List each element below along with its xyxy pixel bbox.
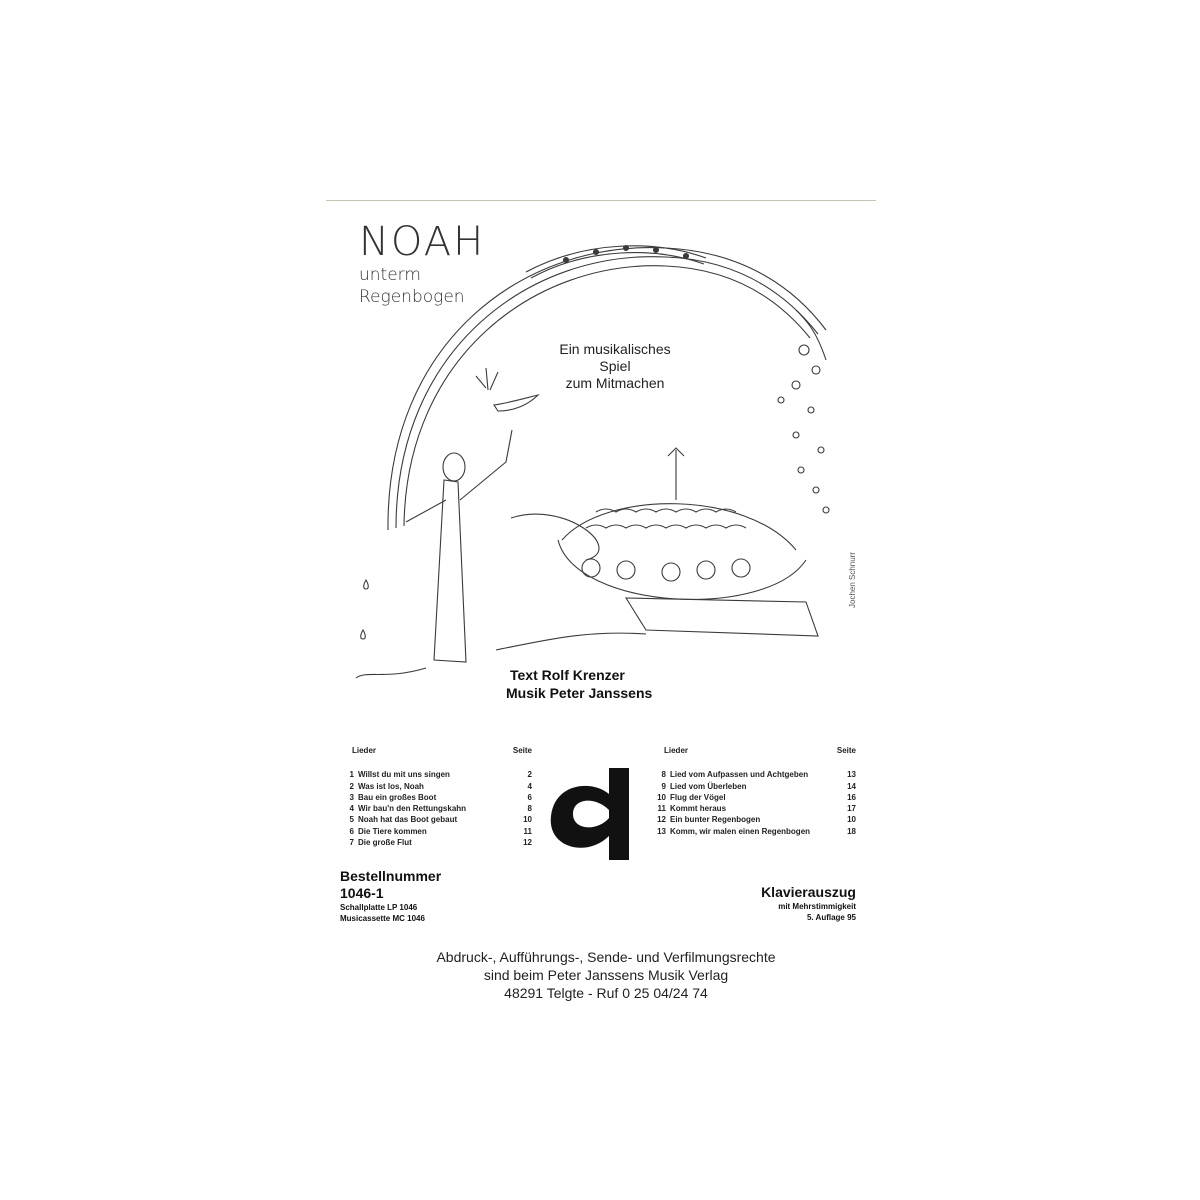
toc-song-title: Lied vom Aufpassen und Achtgeben	[670, 770, 809, 780]
order-record: Schallplatte LP 1046	[340, 903, 418, 912]
toc-song-page: 2	[527, 770, 532, 780]
toc-row: 2 Was ist los, Noah 4	[340, 781, 532, 792]
toc-header-page: Seite	[512, 746, 532, 755]
top-rule	[326, 200, 876, 201]
cover-subtitle: Ein musikalisches Spiel zum Mitmachen	[550, 341, 680, 392]
toc-row: 3 Bau ein großes Boot 6	[340, 792, 532, 803]
toc-song-number: 6	[349, 826, 354, 836]
toc-row: 1 Willst du mit uns singen 2	[340, 769, 532, 780]
toc-song-number: 7	[349, 838, 354, 848]
toc-song-page: 6	[527, 792, 532, 802]
toc-song-title: Flug der Vögel	[670, 792, 726, 802]
toc-song-number: 13	[657, 826, 666, 836]
toc-song-number: 2	[349, 781, 354, 791]
toc-right-rows: 8 Lied vom Aufpassen und Achtgeben 13 9 Lied…	[652, 769, 856, 837]
toc-song-title: Was ist los, Noah	[358, 781, 424, 791]
toc-song-number: 4	[349, 804, 354, 814]
cover-page: NOAH unterm Regenbogen Ein musikalisches…	[326, 200, 876, 1002]
toc-song-title: Wir bau'n den Rettungskahn	[358, 804, 467, 814]
toc-song-title: Lied vom Überleben	[670, 781, 747, 791]
pd-logo-icon	[550, 768, 629, 860]
toc-song-title: Bau ein großes Boot	[358, 792, 437, 802]
toc-song-title: Ein bunter Regenbogen	[670, 815, 761, 825]
toc-song-number: 10	[657, 792, 666, 802]
toc-song-number: 8	[661, 770, 666, 780]
rights-notice: Abdruck-, Aufführungs-, Sende- und Verfi…	[386, 948, 826, 1002]
toc-song-page: 12	[523, 838, 532, 848]
text-credit: Text Rolf Krenzer	[510, 667, 625, 683]
subtitle-line1: Ein musikalisches Spiel	[559, 341, 671, 374]
order-info: Bestellnummer 1046-1 Schallplatte LP 104…	[340, 868, 441, 924]
toc-song-number: 11	[657, 804, 666, 814]
toc-song-number: 12	[657, 815, 666, 825]
order-number: 1046-1	[340, 885, 384, 901]
toc-song-number: 5	[349, 815, 354, 825]
toc-right-column: Lieder Seite 8 Lied vom Aufpassen und Ach…	[652, 745, 856, 837]
toc-song-title: Kommt heraus	[670, 804, 727, 814]
music-credit: Musik Peter Janssens	[506, 685, 653, 701]
noah-ark-rainbow-illustration	[355, 244, 830, 679]
rights-line1: Abdruck-, Aufführungs-, Sende- und Verfi…	[436, 949, 776, 965]
toc-song-title: Willst du mit uns singen	[358, 770, 450, 780]
toc-row: 5 Noah hat das Boot gebaut 10	[340, 814, 532, 825]
toc-row: 6 Die Tiere kommen 11	[340, 826, 532, 837]
toc-song-number: 9	[661, 781, 666, 791]
toc-song-page: 10	[523, 815, 532, 825]
piano-line1: mit Mehrstimmigkeit	[778, 902, 856, 911]
credits: Text Rolf Krenzer Musik Peter Janssens	[476, 666, 736, 702]
toc-row: 12 Ein bunter Regenbogen 10	[652, 814, 856, 825]
toc-header-page: Seite	[836, 746, 856, 755]
toc-song-page: 11	[523, 826, 532, 836]
cover-title-line3: Regenbogen	[359, 287, 465, 307]
piano-info: Klavierauszug mit Mehrstimmigkeit 5. Auf…	[726, 884, 856, 923]
toc-row: 13 Komm, wir malen einen Regenbogen 18	[652, 826, 856, 837]
cover-title: NOAH	[359, 219, 486, 265]
toc-song-page: 8	[527, 804, 532, 814]
toc-song-page: 16	[847, 792, 856, 802]
toc-song-page: 14	[847, 781, 856, 791]
toc-song-page: 13	[847, 770, 856, 780]
toc-song-title: Die große Flut	[358, 838, 412, 848]
toc-song-page: 18	[847, 826, 856, 836]
toc-song-page: 17	[847, 804, 856, 814]
illustrator-signature: Jochen Schnurr	[848, 551, 857, 608]
cover-title-block: NOAH unterm Regenbogen	[359, 220, 485, 308]
toc-song-page: 10	[847, 815, 856, 825]
piano-line2: 5. Auflage 95	[806, 913, 856, 922]
toc-row: 11 Kommt heraus 17	[652, 803, 856, 814]
rights-line2: sind beim Peter Janssens Musik Verlag	[483, 967, 729, 983]
toc-header-songs: Lieder	[352, 746, 377, 755]
toc-row: 4 Wir bau'n den Rettungskahn 8	[340, 803, 532, 814]
toc-left-header: Lieder Seite	[340, 745, 532, 756]
toc-row: 7 Die große Flut 12	[340, 837, 532, 848]
toc-song-title: Komm, wir malen einen Regenbogen	[670, 826, 811, 836]
toc-right-header: Lieder Seite	[652, 745, 856, 756]
toc-song-title: Die Tiere kommen	[358, 826, 427, 836]
toc-song-page: 4	[527, 781, 532, 791]
toc-song-title: Noah hat das Boot gebaut	[358, 815, 458, 825]
piano-title: Klavierauszug	[761, 884, 856, 900]
cover-title-line2: unterm	[359, 265, 421, 285]
toc-row: 8 Lied vom Aufpassen und Achtgeben 13	[652, 769, 856, 780]
subtitle-line2: zum Mitmachen	[565, 375, 665, 391]
order-label: Bestellnummer	[340, 868, 442, 884]
toc-header-songs: Lieder	[664, 746, 689, 755]
toc-song-number: 3	[349, 792, 354, 802]
rights-line3: 48291 Telgte - Ruf 0 25 04/24 74	[504, 985, 708, 1001]
toc-song-number: 1	[349, 770, 354, 780]
order-cassette: Musicassette MC 1046	[340, 914, 425, 923]
toc-row: 10 Flug der Vögel 16	[652, 792, 856, 803]
toc-row: 9 Lied vom Überleben 14	[652, 781, 856, 792]
